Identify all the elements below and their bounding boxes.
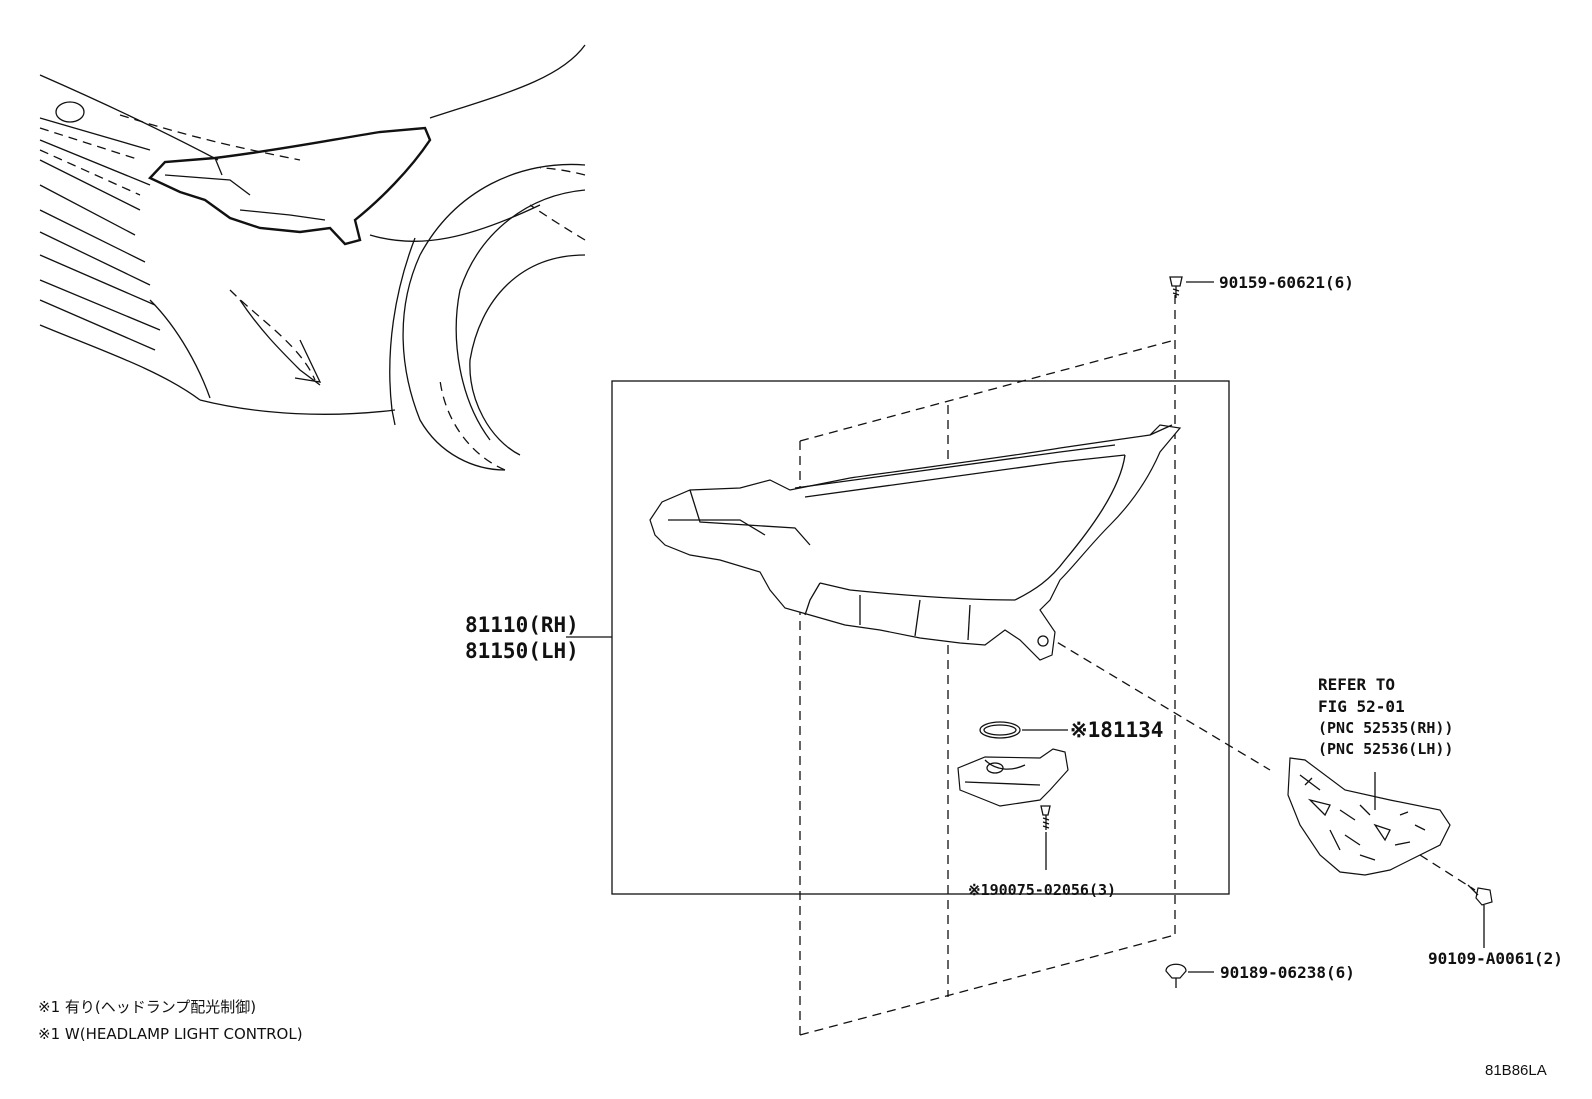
label-refer-line1: REFER TO <box>1318 675 1395 694</box>
footnote-en: ※1 W(HEADLAMP LIGHT CONTROL) <box>38 1025 303 1043</box>
label-screw-top: 90159-60621(6) <box>1219 273 1354 292</box>
headlamp-control-module <box>957 748 1069 807</box>
gasket-ring <box>979 721 1021 739</box>
label-bolt-right: 90109-A0061(2) <box>1428 949 1563 968</box>
diagram-code: 81B86LA <box>1485 1062 1547 1079</box>
label-refer-line4: (PNC 52536(LH)) <box>1318 740 1453 758</box>
screw-90075 <box>1040 805 1051 870</box>
screw-90159-top <box>1169 276 1214 298</box>
vehicle-front-corner-illustration <box>39 44 586 471</box>
label-gasket: ※181134 <box>1070 718 1163 742</box>
bolt-90189-bottom <box>1165 963 1214 988</box>
gasket-ring-inner <box>983 724 1017 736</box>
footnote-jp: ※1 有り(ヘッドランプ配光制御) <box>38 998 256 1016</box>
headlamp-bracket <box>1287 757 1451 876</box>
bolt-90109-right <box>1467 884 1493 948</box>
label-refer-line3: (PNC 52535(RH)) <box>1318 719 1453 737</box>
projection-lines <box>799 295 1476 1036</box>
label-screw-mid: ※190075-02056(3) <box>968 881 1116 899</box>
label-headlamp-rh: 81110(RH) <box>465 613 579 637</box>
label-refer-line2: FIG 52-01 <box>1318 697 1405 716</box>
label-screw-bottom: 90189-06238(6) <box>1220 963 1355 982</box>
headlamp-assembly-drawing <box>649 424 1182 661</box>
label-headlamp-lh: 81150(LH) <box>465 639 579 663</box>
